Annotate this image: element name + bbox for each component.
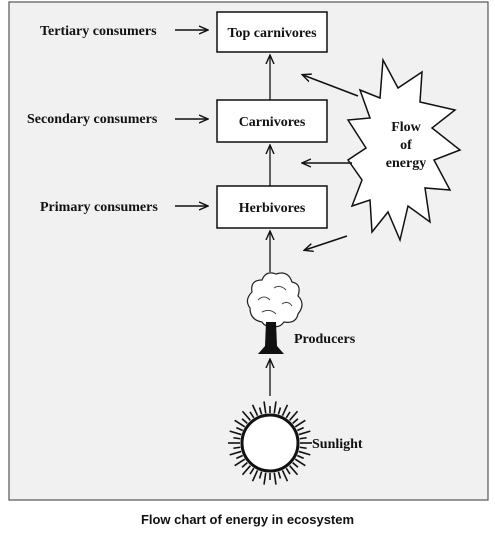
sun-ray <box>298 430 311 436</box>
flow-text-line3: energy <box>386 156 426 171</box>
sun-ray <box>236 454 244 460</box>
diagram-caption: Flow chart of energy in ecosystem <box>140 512 355 527</box>
sun-ray <box>251 404 259 417</box>
energy-arrow-to-herbivores <box>305 235 348 250</box>
secondary-consumers-label: Secondary consumers <box>27 112 158 127</box>
energy-arrow-to-top <box>303 75 359 97</box>
sun-ray <box>233 436 241 440</box>
sun-ray <box>273 472 277 485</box>
sun-ray <box>241 418 248 424</box>
sun-ray <box>294 419 306 428</box>
sun-ray <box>229 450 242 456</box>
sun-ray <box>292 462 299 468</box>
sun-ray <box>285 411 291 419</box>
herbivores-text: Herbivores <box>239 201 306 216</box>
flow-of-energy-burst <box>346 57 462 243</box>
sun-ray <box>229 430 242 436</box>
sun-ray <box>234 419 246 428</box>
sun-ray <box>294 458 306 467</box>
sun-ray <box>241 410 251 421</box>
sun-ray <box>258 407 263 415</box>
sun-ray <box>277 471 282 479</box>
sun-ray <box>241 462 248 468</box>
top-carnivores-box <box>216 11 328 53</box>
sun-ray <box>249 411 255 419</box>
herbivores-box <box>216 185 328 229</box>
sun-ray <box>285 467 291 475</box>
sun-ray <box>299 436 307 440</box>
top-carnivores-text: Top carnivores <box>227 26 317 41</box>
sun-ray <box>234 458 246 467</box>
sunlight-label: Sunlight <box>312 437 363 452</box>
sun-ray <box>298 450 311 456</box>
tertiary-consumers-label: Tertiary consumers <box>40 24 157 39</box>
sun-ray <box>296 426 304 432</box>
sun-ray <box>281 469 289 482</box>
carnivores-box <box>216 99 328 143</box>
sun-ray <box>258 471 263 479</box>
flow-text-line1: Flow <box>391 120 421 135</box>
flow-text-line2: of <box>400 138 412 153</box>
sun-ray <box>236 426 244 432</box>
sun-ray <box>296 454 304 460</box>
producers-label: Producers <box>294 332 356 347</box>
sun-ray <box>249 467 255 475</box>
sun-ray <box>233 446 241 450</box>
sun-ray <box>251 469 259 482</box>
sun-ray <box>273 401 277 414</box>
sun-ray <box>241 465 251 476</box>
tree-icon <box>246 272 303 354</box>
sun-ray <box>263 401 267 414</box>
sun-ray <box>263 472 267 485</box>
sun-ray <box>289 465 299 476</box>
sun-ray <box>289 410 299 421</box>
carnivores-text: Carnivores <box>239 115 306 130</box>
sun-icon <box>228 401 312 485</box>
sun-ray <box>292 418 299 424</box>
sun-ray <box>277 407 282 415</box>
sun-ray <box>299 446 307 450</box>
sun-ray <box>281 404 289 417</box>
primary-consumers-label: Primary consumers <box>40 200 158 215</box>
